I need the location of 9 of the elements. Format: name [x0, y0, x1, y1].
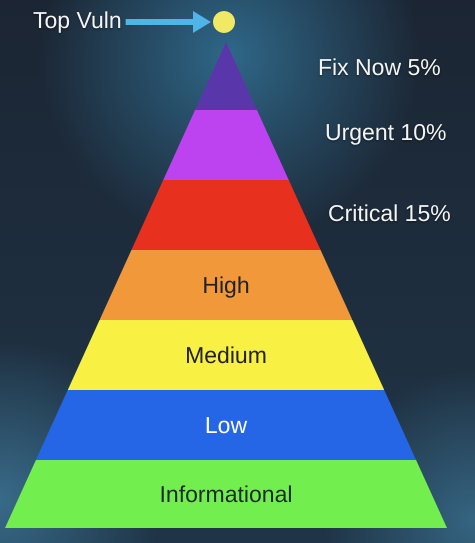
percentage-label: Fix Now 5% — [318, 54, 441, 80]
percentage-label: Critical 15% — [328, 200, 451, 226]
tier-label: High — [202, 272, 250, 298]
tier-label: Informational — [160, 480, 292, 508]
pointer-label: Top Vuln — [33, 7, 122, 34]
tier-label: Medium — [185, 342, 267, 368]
arrow — [126, 11, 211, 33]
percentage-label: Urgent 10% — [325, 119, 446, 146]
tier-label: Low — [204, 412, 248, 438]
